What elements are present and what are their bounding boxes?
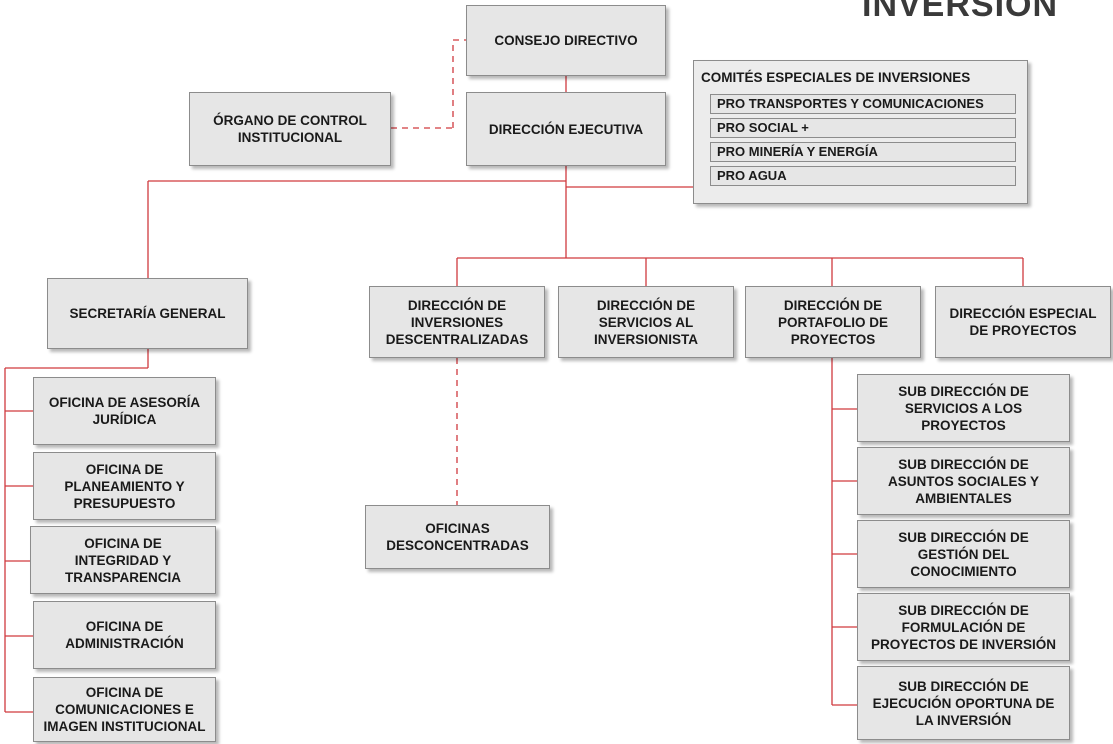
secretaria-general-box: SECRETARÍA GENERAL — [47, 278, 248, 349]
subdireccion-box: SUB DIRECCIÓN DE FORMULACIÓN DE PROYECTO… — [857, 593, 1070, 661]
brand-logo-text: INVERSIÓN — [862, 0, 1059, 24]
office-box: OFICINA DE INTEGRIDAD Y TRANSPARENCIA — [30, 526, 216, 594]
office-box: OFICINA DE ASESORÍA JURÍDICA — [33, 377, 216, 445]
dir-inversiones-descentralizadas-box: DIRECCIÓN DE INVERSIONES DESCENTRALIZADA… — [369, 286, 545, 358]
committee-item: PRO SOCIAL + — [710, 118, 1016, 138]
consejo-directivo-box: CONSEJO DIRECTIVO — [466, 5, 666, 76]
committee-item: PRO AGUA — [710, 166, 1016, 186]
committee-item: PRO MINERÍA Y ENERGÍA — [710, 142, 1016, 162]
subdireccion-box: SUB DIRECCIÓN DE SERVICIOS A LOS PROYECT… — [857, 374, 1070, 442]
oficinas-desconcentradas-box: OFICINAS DESCONCENTRADAS — [365, 505, 550, 569]
office-box: OFICINA DE COMUNICACIONES E IMAGEN INSTI… — [33, 677, 216, 742]
subdireccion-box: SUB DIRECCIÓN DE GESTIÓN DEL CONOCIMIENT… — [857, 520, 1070, 588]
subdireccion-box: SUB DIRECCIÓN DE ASUNTOS SOCIALES Y AMBI… — [857, 447, 1070, 515]
committees-panel: COMITÉS ESPECIALES DE INVERSIONES PRO TR… — [693, 60, 1028, 204]
organo-control-box: ÓRGANO DE CONTROL INSTITUCIONAL — [189, 92, 391, 166]
subdireccion-box: SUB DIRECCIÓN DE EJECUCIÓN OPORTUNA DE L… — [857, 666, 1070, 740]
office-box: OFICINA DE ADMINISTRACIÓN — [33, 601, 216, 669]
office-box: OFICINA DE PLANEAMIENTO Y PRESUPUESTO — [33, 452, 216, 520]
direccion-ejecutiva-box: DIRECCIÓN EJECUTIVA — [466, 92, 666, 166]
committees-title: COMITÉS ESPECIALES DE INVERSIONES — [701, 70, 971, 85]
dir-portafolio-box: DIRECCIÓN DE PORTAFOLIO DE PROYECTOS — [745, 286, 921, 358]
dir-servicios-inversionista-box: DIRECCIÓN DE SERVICIOS AL INVERSIONISTA — [558, 286, 734, 358]
committee-item: PRO TRANSPORTES Y COMUNICACIONES — [710, 94, 1016, 114]
dir-especial-box: DIRECCIÓN ESPECIAL DE PROYECTOS — [935, 286, 1111, 358]
